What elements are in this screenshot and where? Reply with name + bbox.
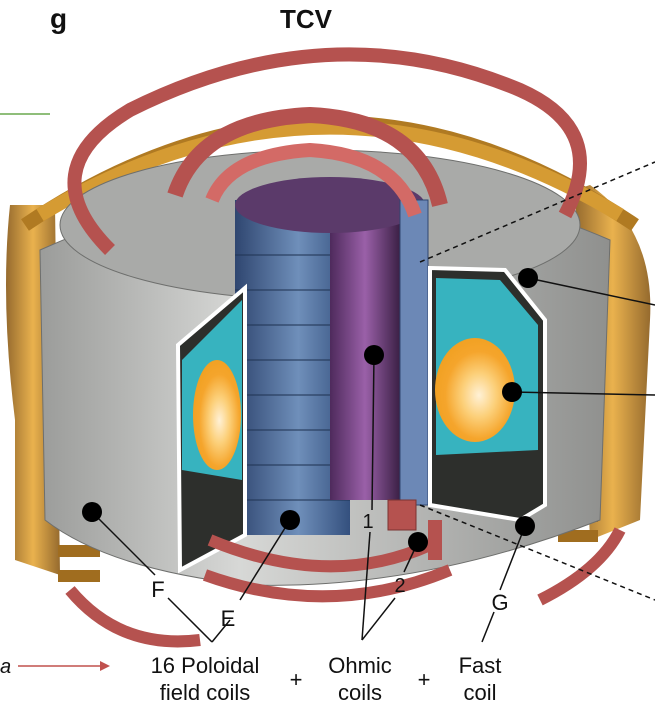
label-1: 1 xyxy=(362,511,373,533)
left-fragment: a xyxy=(0,656,11,678)
fast-coil-block xyxy=(387,499,417,531)
legend-poloidal-1: 16 Poloidal xyxy=(151,653,260,678)
legend-ohmic-1: Ohmic xyxy=(328,653,392,678)
zoom-lines xyxy=(419,161,655,601)
legend-ohmic-2: coils xyxy=(338,680,382,705)
dot-plasma xyxy=(502,382,522,402)
dot-1 xyxy=(364,345,384,365)
callouts xyxy=(91,277,655,601)
ohmic-coil-column xyxy=(330,191,400,500)
dot-2 xyxy=(408,532,428,552)
panel-letter: g xyxy=(50,3,67,34)
label-2: 2 xyxy=(394,575,405,597)
dot-vessel xyxy=(518,268,538,288)
input-arrow xyxy=(18,661,110,671)
callout-dots xyxy=(82,268,538,552)
legend-plus-1: + xyxy=(290,667,303,692)
ohmic-coils-top xyxy=(167,106,448,218)
poloidal-coils-bottom xyxy=(65,527,626,648)
label-E: E xyxy=(221,606,236,631)
left-plasma-core xyxy=(193,360,241,470)
dot-G xyxy=(515,516,535,536)
label-G: G xyxy=(491,590,508,615)
ohmic-stack-side xyxy=(399,199,429,506)
legend-fast-2: coil xyxy=(463,680,496,705)
legend-fast-1: Fast xyxy=(459,653,502,678)
figure-title: TCV xyxy=(280,4,333,34)
legend-poloidal-2: field coils xyxy=(160,680,250,705)
legend-leaders xyxy=(167,531,495,643)
right-plasma-core xyxy=(435,338,515,442)
central-column-top xyxy=(235,177,425,233)
poloidal-coil-top-red xyxy=(67,47,587,255)
legend-plus-2: + xyxy=(418,667,431,692)
dot-E xyxy=(280,510,300,530)
dot-F xyxy=(82,502,102,522)
label-F: F xyxy=(151,577,164,602)
fast-coil-block-2 xyxy=(428,520,442,560)
